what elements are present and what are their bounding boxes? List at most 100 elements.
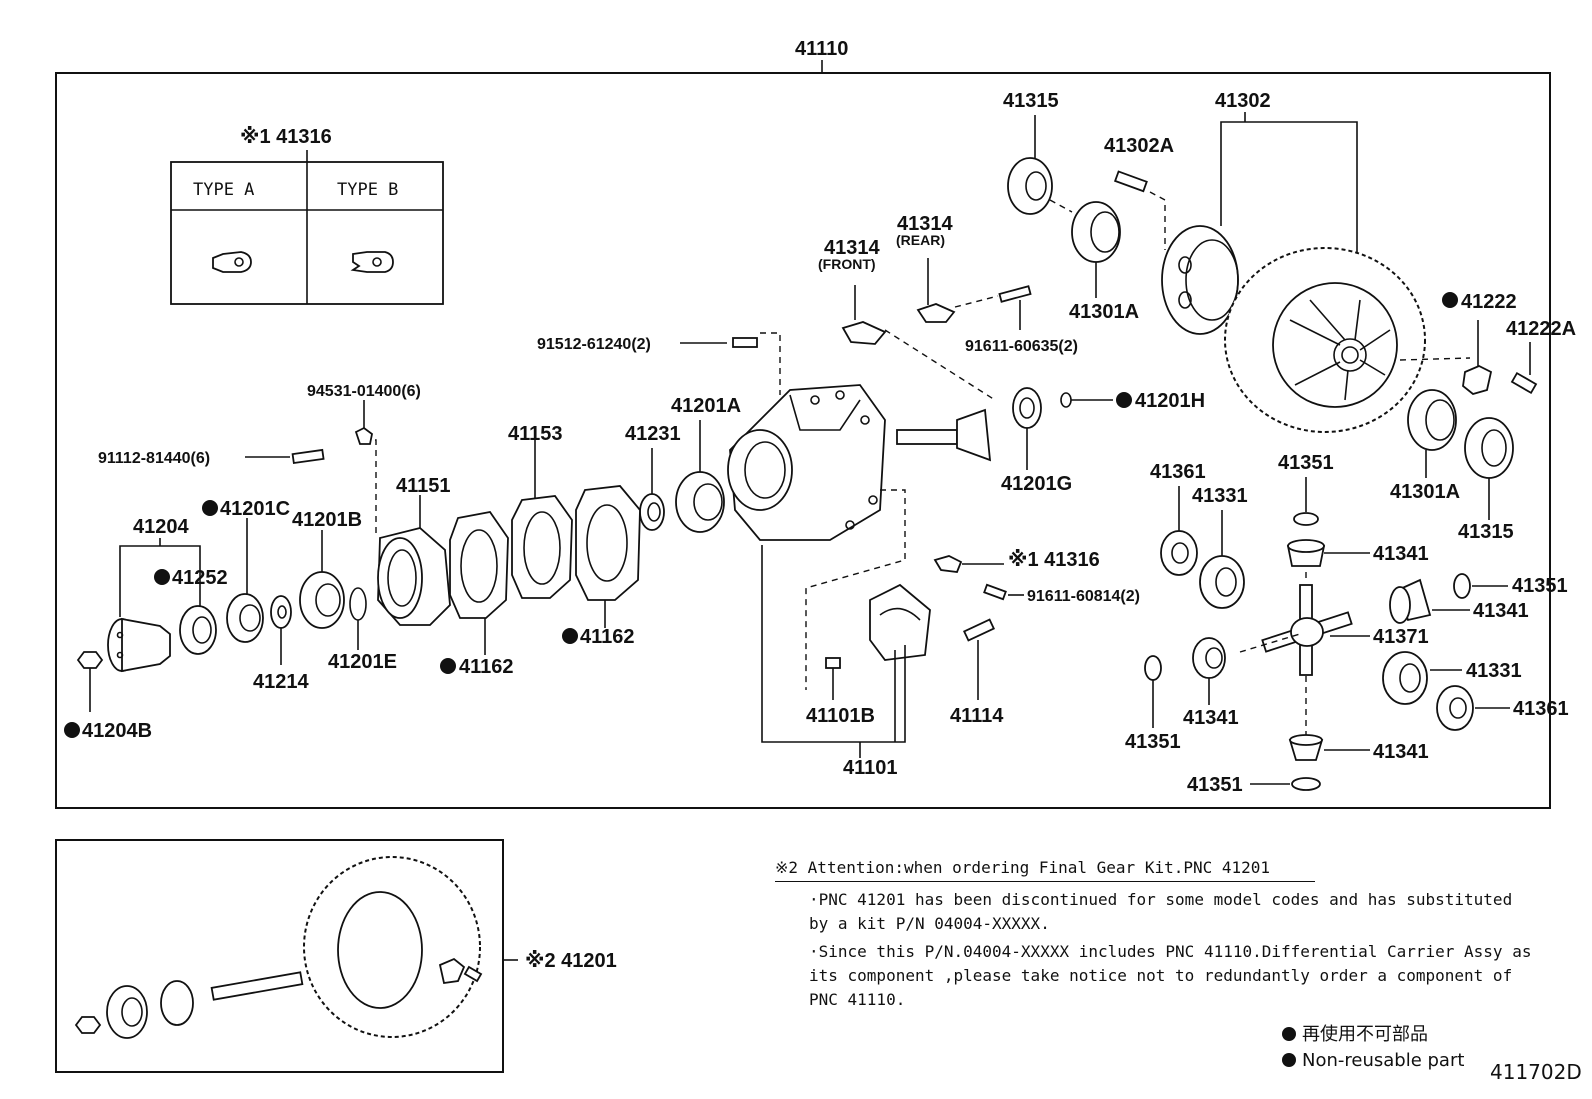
lock-plate-41316: [933, 555, 1004, 573]
label-91611-60814[interactable]: 91611-60814(2): [1027, 588, 1140, 605]
label-41371[interactable]: 41371: [1373, 626, 1429, 648]
label-41101B[interactable]: 41101B: [806, 705, 875, 727]
bearing-retainer-41151: [377, 495, 451, 626]
attention-line-1: ·PNC 41201 has been discontinued for som…: [809, 890, 1513, 933]
label-41351-right[interactable]: 41351: [1512, 575, 1568, 597]
washer-41214: [270, 595, 292, 665]
label-41302A[interactable]: 41302A: [1104, 135, 1174, 157]
label-41214[interactable]: 41214: [253, 671, 309, 693]
label-91611-60635[interactable]: 91611-60635(2): [965, 338, 1078, 355]
label-41341-left[interactable]: 41341: [1183, 707, 1239, 729]
label-41201C[interactable]: 41201C: [220, 498, 290, 520]
oil-seal-41315-top: [1007, 115, 1053, 215]
bearing-41201G: [1012, 387, 1042, 470]
label-41315-right[interactable]: 41315: [1458, 521, 1514, 543]
washer-94531-01400: [354, 400, 373, 445]
label-91112-81440[interactable]: 91112-81440(6): [98, 450, 210, 467]
label-91512-61240[interactable]: 91512-61240(2): [537, 336, 651, 353]
ring-gear: [1224, 247, 1426, 433]
label-41314-rear[interactable]: 41314: [897, 213, 953, 235]
final-gear-kit-drawing: [74, 856, 483, 1039]
thrust-washer-41351-bottom: [1250, 777, 1321, 791]
label-41151[interactable]: 41151: [396, 475, 451, 497]
label-41351-left[interactable]: 41351: [1125, 731, 1181, 753]
label-41204[interactable]: 41204: [133, 516, 189, 538]
label-41110[interactable]: 41110: [795, 38, 848, 60]
label-41331-top[interactable]: 41331: [1192, 485, 1248, 507]
label-41316-type-box[interactable]: ※1 41316: [240, 126, 332, 148]
spacer-41201E: [349, 587, 367, 650]
label-41361-right[interactable]: 41361: [1513, 698, 1569, 720]
pinion-gear-41341-top: [1286, 539, 1370, 567]
label-41301A-right[interactable]: 41301A: [1390, 481, 1460, 503]
thrust-washer-41351-right: [1453, 573, 1508, 599]
pinion-shaft-41371: [1261, 584, 1370, 676]
label-41204B[interactable]: 41204B: [82, 720, 152, 742]
thrust-washer-41361-top: [1160, 486, 1198, 576]
bearing-41201B: [299, 530, 345, 629]
label-41351-top[interactable]: 41351: [1278, 452, 1334, 474]
label-41331-right[interactable]: 41331: [1466, 660, 1522, 682]
bolt-91512-61240: [732, 332, 781, 395]
bearing-cap: [869, 583, 931, 661]
side-gear-41331-top: [1199, 510, 1245, 609]
bolt-41302A: [1113, 170, 1166, 250]
attention-line-2: ·Since this P/N.04004-XXXXX includes PNC…: [809, 942, 1532, 1009]
label-41315-top[interactable]: 41315: [1003, 90, 1059, 112]
label-41222[interactable]: 41222: [1461, 291, 1517, 313]
label-94531-01400[interactable]: 94531-01400(6): [307, 383, 421, 400]
lock-plate-41222: [1462, 320, 1493, 395]
label-41162-right[interactable]: 41162: [580, 626, 635, 648]
pinion-gear-41341-bottom: [1288, 734, 1370, 761]
label-41314-front-note: (FRONT): [818, 256, 876, 272]
label-41222A[interactable]: 41222A: [1506, 318, 1576, 340]
type-box: ※1 41316 TYPE A TYPE B: [170, 126, 444, 305]
label-41316-mid[interactable]: ※1 41316: [1008, 549, 1100, 571]
label-41101[interactable]: 41101: [843, 757, 898, 779]
bearing-41201A: [675, 420, 725, 533]
main-assembly-frame: [55, 72, 1551, 809]
label-41201G[interactable]: 41201G: [1001, 473, 1072, 495]
label-41201-inset[interactable]: ※2 41201: [525, 950, 617, 972]
label-41341-top[interactable]: 41341: [1373, 543, 1429, 565]
spacer-41231: [639, 448, 665, 531]
label-41301A-top[interactable]: 41301A: [1069, 301, 1139, 323]
label-41162-left[interactable]: 41162: [459, 656, 514, 678]
thrust-washer-41361-right: [1436, 685, 1510, 731]
label-41201A[interactable]: 41201A: [671, 395, 741, 417]
bearing-cap-lock-41314-rear: [916, 258, 956, 323]
label-41201B[interactable]: 41201B: [292, 509, 362, 531]
bolt-41222A: [1510, 342, 1538, 395]
label-41201H[interactable]: 41201H: [1135, 390, 1205, 412]
bearing-cap-lock-41314-front: [841, 285, 887, 345]
label-41361-top[interactable]: 41361: [1150, 461, 1206, 483]
label-41114[interactable]: 41114: [950, 705, 1004, 727]
label-41302[interactable]: 41302: [1215, 90, 1271, 112]
gasket-41162-right: [575, 485, 641, 628]
label-41201E[interactable]: 41201E: [328, 651, 397, 673]
type-a-label: TYPE A: [193, 180, 254, 200]
differential-carrier-41101: [727, 384, 886, 541]
spacer-41201H: [1060, 392, 1113, 408]
pinion-gear-41341-right: [1389, 578, 1470, 624]
oil-slinger-41201C: [226, 518, 264, 643]
label-41231[interactable]: 41231: [625, 423, 681, 445]
differential-case-41302: [1161, 225, 1239, 335]
legend: 再使用不可部品 Non-reusable part: [1282, 1022, 1464, 1074]
figure-code: 411702D: [1490, 1060, 1582, 1084]
pinion-gear-41341-left: [1192, 637, 1226, 705]
label-41341-bottom[interactable]: 41341: [1373, 741, 1429, 763]
label-41314-front[interactable]: 41314: [824, 237, 880, 259]
bolt-91112-81440: [245, 448, 325, 465]
legend-row-en: Non-reusable part: [1282, 1048, 1464, 1074]
bolt-91611-60814: [983, 583, 1024, 601]
oil-seal-41252: [179, 605, 217, 655]
thrust-washer-41351-left: [1144, 655, 1162, 728]
dowel-pin-41101B: [825, 657, 841, 700]
label-41341-right[interactable]: 41341: [1473, 600, 1529, 622]
label-41351-bottom[interactable]: 41351: [1187, 774, 1243, 796]
gasket-41162-left: [449, 511, 509, 655]
bearing-41301A-right: [1407, 389, 1457, 478]
label-41153[interactable]: 41153: [508, 423, 563, 445]
